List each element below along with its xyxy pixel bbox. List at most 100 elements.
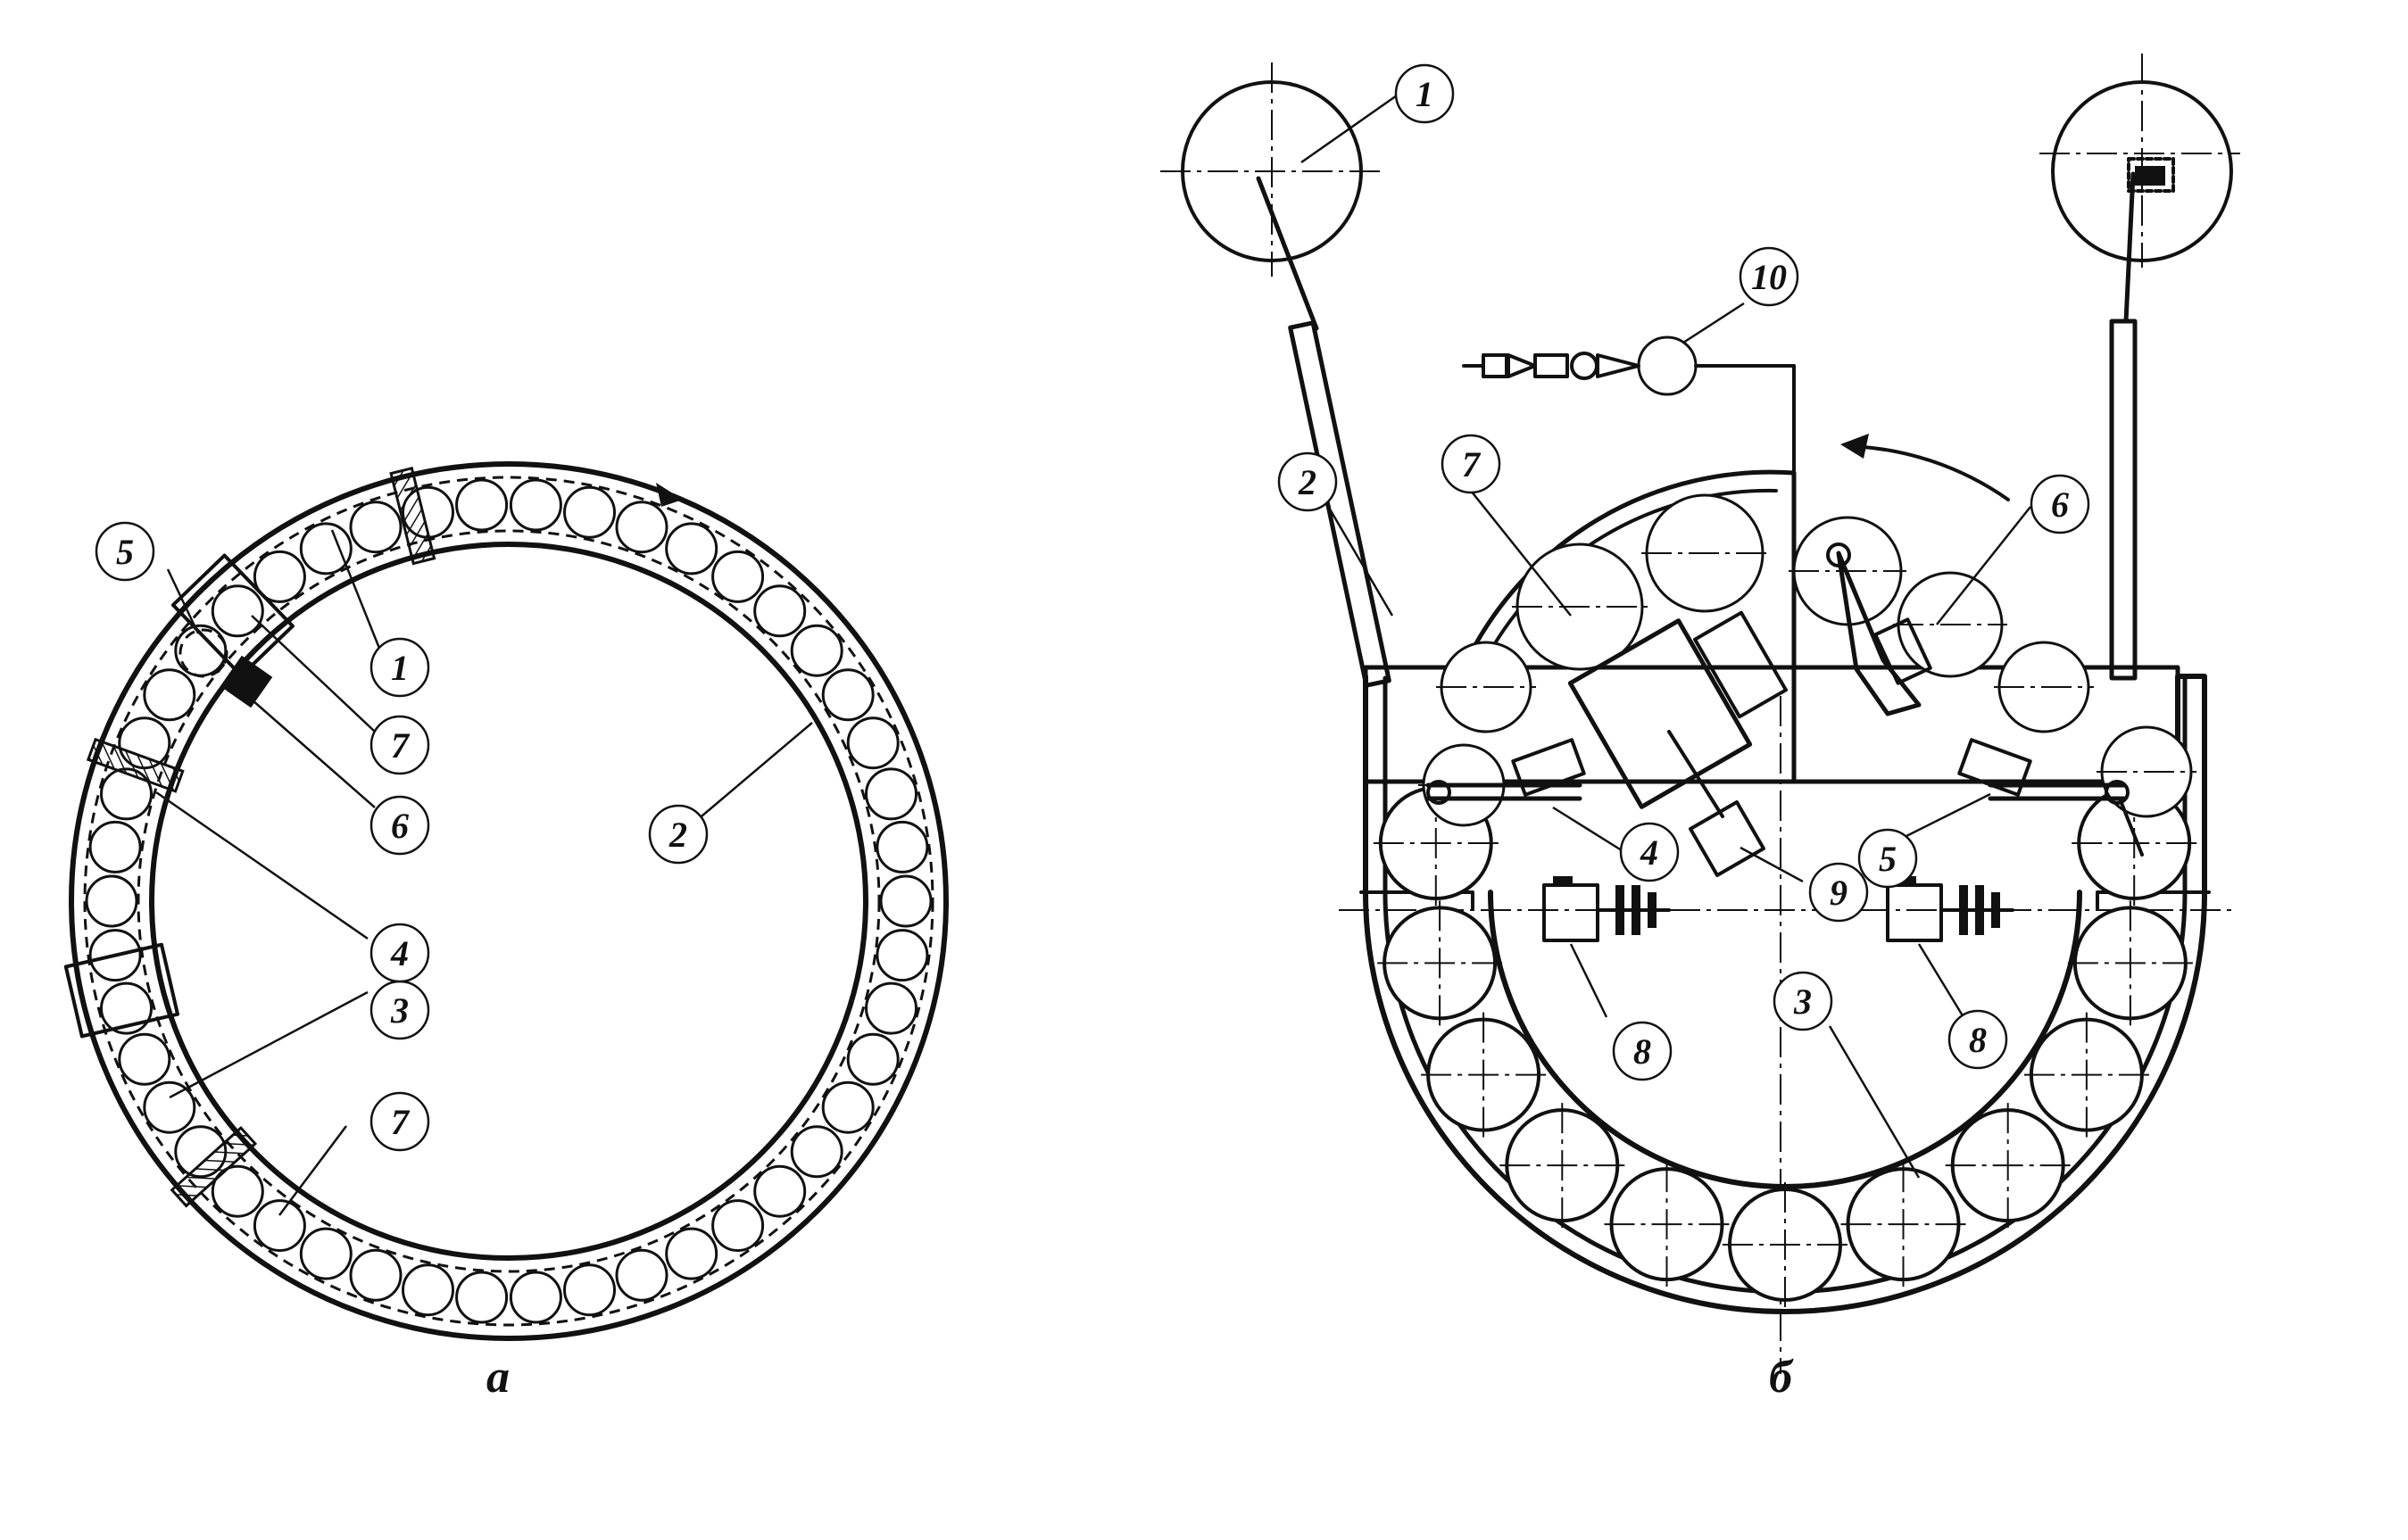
upper-hood (1461, 469, 1797, 784)
part-6-block (220, 655, 273, 708)
panel-b-loading-machine: 1 2 3 4 5 6 7 8 8 9 10 б (1160, 54, 2240, 1403)
callout-4: 4 (370, 923, 430, 983)
body-outer-contour (1363, 674, 2207, 1314)
ring-ball (711, 1199, 765, 1253)
svg-text:1: 1 (1416, 74, 1433, 114)
ring-ball (846, 716, 900, 770)
rotation-arrowhead-icon (656, 483, 683, 507)
ring-ball (509, 478, 562, 532)
ring-ball (753, 1164, 807, 1218)
ring-ball (846, 1032, 900, 1086)
ring-ball (615, 1248, 668, 1302)
ring-inner-dashed (137, 529, 881, 1273)
ring-ball (349, 1248, 403, 1302)
ring-outer-dashed (83, 476, 934, 1327)
rotation-arrow-b (1846, 444, 2010, 501)
callout-b-2: 2 (1277, 451, 1338, 512)
cassette-separator (86, 737, 185, 793)
callout-b-1: 1 (1394, 63, 1455, 124)
ring-ball (665, 1227, 718, 1280)
ring-ball (665, 522, 718, 575)
callout-b-8-left: 8 (1612, 1021, 1673, 1081)
ring-ball (299, 1227, 353, 1280)
svg-text:3: 3 (390, 990, 409, 1031)
ring-conveyor-balls (85, 478, 933, 1324)
ring-ball (790, 624, 843, 677)
ring-ball (711, 550, 765, 603)
svg-text:2: 2 (668, 815, 687, 855)
ring-ball (143, 1080, 196, 1134)
ring-ball (143, 668, 196, 722)
callout-b-4: 4 (1619, 822, 1680, 882)
svg-text:5: 5 (1879, 839, 1897, 879)
svg-text:3: 3 (1793, 981, 1812, 1022)
ring-ball (563, 1263, 616, 1317)
leaders-panel-b (1300, 94, 2031, 1179)
ring-ball (821, 1080, 875, 1134)
callout-b-5: 5 (1857, 828, 1918, 889)
svg-text:4: 4 (390, 933, 409, 973)
ring-ball (455, 1271, 509, 1324)
svg-text:4: 4 (1640, 832, 1658, 873)
ball-bin-right (2039, 54, 2240, 681)
ring-ball (253, 1199, 306, 1253)
svg-text:1: 1 (391, 648, 409, 688)
callout-5: 5 (95, 521, 155, 582)
ring-inner-wall (149, 542, 868, 1261)
leaders-panel-a (155, 529, 813, 1216)
ring-ball (455, 478, 509, 532)
panel-label-b: б (1769, 1352, 1794, 1403)
svg-text:7: 7 (391, 725, 411, 766)
svg-text:8: 8 (1633, 1031, 1651, 1072)
pusher-left-4 (1425, 738, 1586, 805)
ring-ball (118, 1032, 171, 1086)
ring-ball (615, 501, 668, 554)
callout-b-9: 9 (1808, 862, 1869, 923)
rotation-arrow (444, 462, 685, 501)
panel-label-a: а (486, 1352, 510, 1403)
magazine-balls (1373, 781, 2197, 1307)
callout-3: 3 (370, 980, 430, 1040)
cassette-separator (389, 467, 436, 566)
ring-ball (211, 584, 264, 638)
callout-1: 1 (370, 637, 430, 698)
svg-text:2: 2 (1298, 462, 1316, 502)
cassette-blocks (63, 467, 436, 1208)
ring-ball (349, 501, 403, 554)
magazine-left-shoulder (1359, 890, 1474, 910)
svg-text:6: 6 (2051, 484, 2069, 525)
ring-ball (876, 929, 929, 982)
callout-7-lower: 7 (370, 1091, 430, 1152)
cassette-separator (170, 1125, 258, 1208)
callout-6: 6 (370, 795, 430, 856)
svg-text:9: 9 (1830, 873, 1848, 913)
ring-ball (509, 1271, 562, 1324)
callout-b-3: 3 (1773, 971, 1833, 1031)
magazine-right-shoulder (2096, 890, 2211, 910)
svg-text:7: 7 (391, 1102, 411, 1142)
ring-ball (88, 820, 142, 873)
ring-ball (753, 584, 807, 638)
ring-ball (879, 874, 933, 928)
cassette-block (170, 553, 295, 678)
ring-ball (865, 767, 918, 821)
ring-ball (821, 668, 875, 722)
cassette-block (63, 942, 179, 1039)
ring-ball (865, 981, 918, 1035)
callout-7-upper: 7 (370, 715, 430, 775)
part-10-chain (1462, 335, 1796, 484)
ring-ball (85, 874, 138, 928)
ring-ball (790, 1125, 843, 1179)
drive-8-right (1886, 876, 2014, 942)
ring-ball (211, 1164, 264, 1218)
ring-ball (563, 485, 616, 539)
svg-text:5: 5 (116, 532, 134, 572)
callout-b-7: 7 (1441, 434, 1501, 494)
ring-ball (253, 550, 306, 603)
svg-text:8: 8 (1969, 1020, 1987, 1060)
panel-a-ring-conveyor: 1 2 3 4 5 6 7 7 а (63, 461, 949, 1403)
ring-ball (299, 522, 353, 575)
pusher-right-5 (1957, 738, 2144, 857)
mechanism-6 (1826, 542, 1932, 716)
ring-ball (402, 1263, 454, 1317)
